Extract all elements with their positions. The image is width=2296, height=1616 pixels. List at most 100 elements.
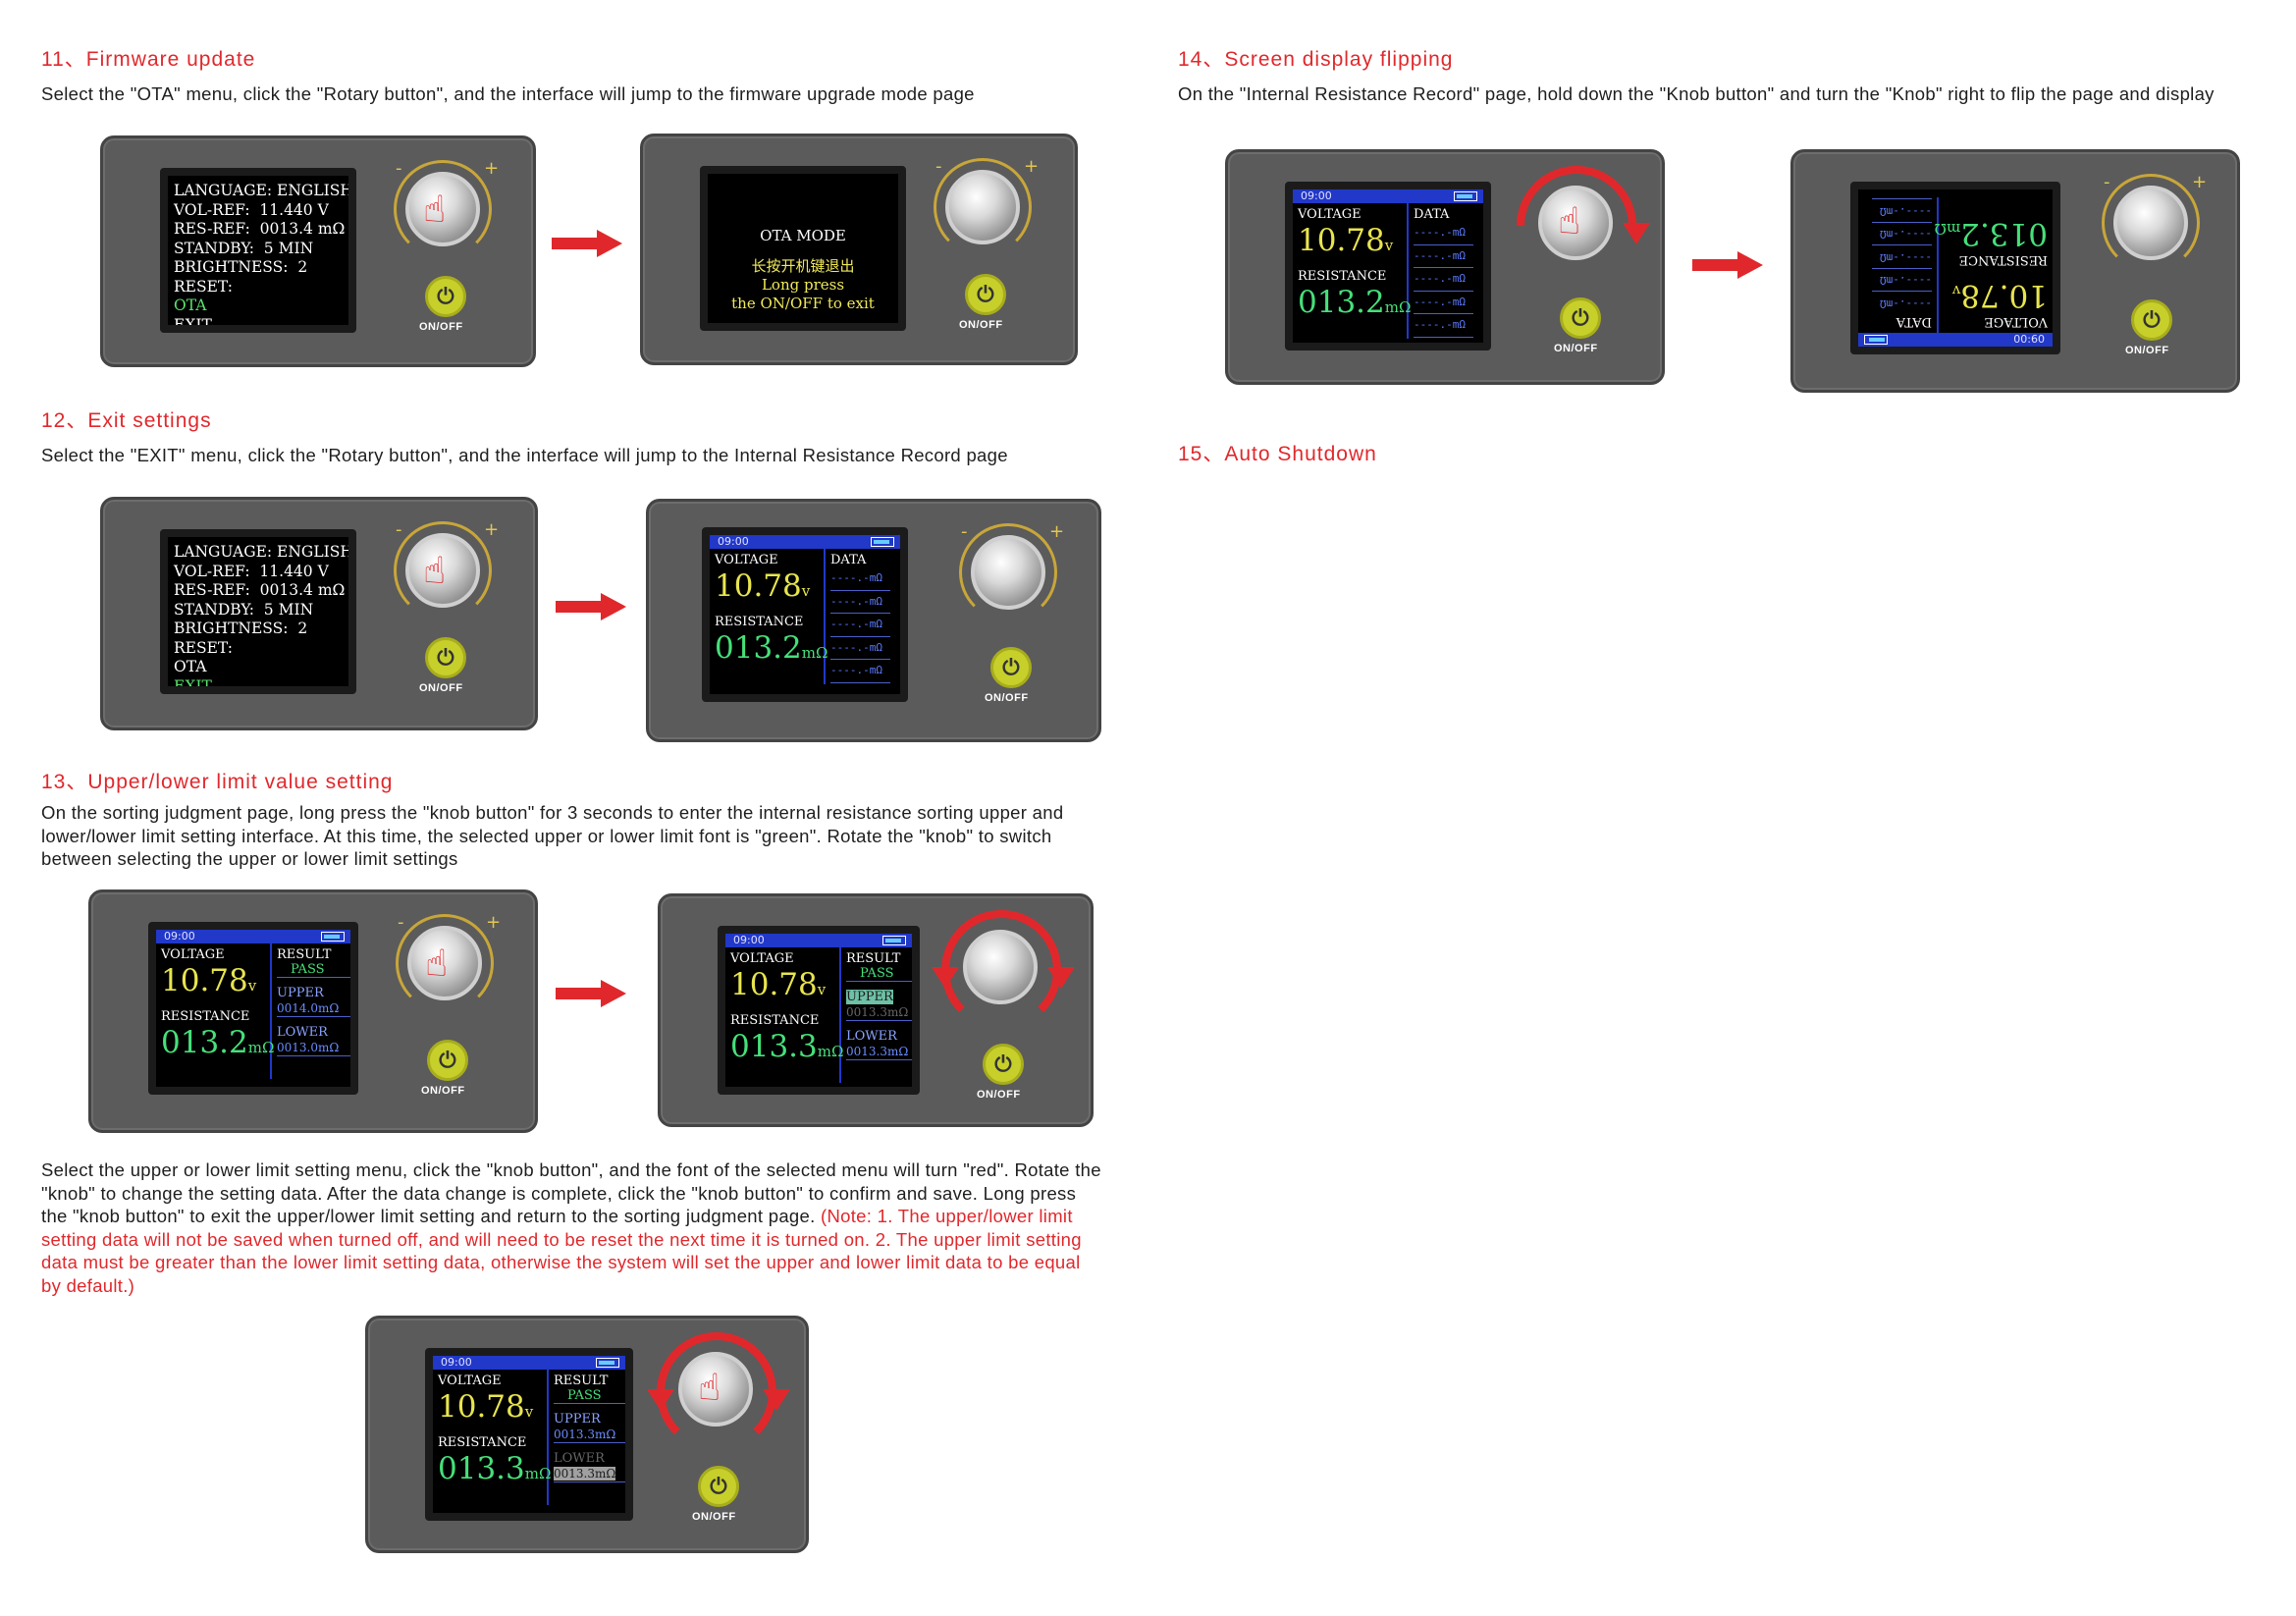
result-panel: RESULT PASS UPPER 0013.3mΩ LOWER 0013.3m… bbox=[843, 947, 912, 1083]
knob-plus-mark: + bbox=[1024, 156, 1040, 177]
power-button[interactable]: ⏻ bbox=[2131, 299, 2172, 341]
resistance-value: 013.2mΩ bbox=[715, 630, 828, 666]
knob-scale bbox=[934, 158, 1032, 256]
data-label: DATA bbox=[1896, 314, 1932, 329]
menu-item-selected: EXIT bbox=[174, 676, 212, 694]
resistance-value: 013.2mΩ bbox=[161, 1025, 275, 1060]
knob-scale bbox=[2102, 174, 2200, 272]
power-button[interactable]: ⏻ bbox=[698, 1466, 739, 1507]
measure-panel: VOLTAGE 10.78v RESISTANCE 013.2mΩ bbox=[1935, 197, 2053, 333]
battery-icon bbox=[871, 537, 894, 547]
voltage-label: VOLTAGE bbox=[1298, 207, 1362, 222]
knob-scale bbox=[959, 523, 1057, 621]
data-row: ----.-mΩ bbox=[830, 660, 890, 683]
flow-arrow-icon bbox=[556, 593, 626, 620]
menu-item: STANDBY: 5 MIN bbox=[174, 239, 314, 257]
data-row: ----.-mΩ bbox=[1414, 268, 1473, 292]
knob-scale bbox=[394, 160, 492, 258]
knob-minus-mark: - bbox=[935, 156, 942, 177]
screen: 09:00 VOLTAGE 10.78v RESISTANCE 013.2mΩ … bbox=[1285, 182, 1491, 350]
ota-line1: Long press bbox=[761, 276, 845, 294]
device-upper-selected: 09:00 VOLTAGE 10.78v RESISTANCE 013.3mΩ … bbox=[658, 893, 1094, 1127]
power-label: ON/OFF bbox=[421, 1085, 465, 1097]
upper-value: 0013.3mΩ bbox=[846, 1004, 912, 1021]
section-11-text: Select the "OTA" menu, click the "Rotary… bbox=[41, 83, 975, 104]
voltage-label: VOLTAGE bbox=[1984, 314, 2048, 329]
upper-label: UPPER bbox=[277, 986, 324, 1000]
device-flip-before: 09:00 VOLTAGE 10.78v RESISTANCE 013.2mΩ … bbox=[1225, 140, 1665, 385]
power-label: ON/OFF bbox=[692, 1511, 736, 1523]
status-bar: 09:00 bbox=[433, 1356, 625, 1370]
power-button[interactable]: ⏻ bbox=[425, 276, 466, 317]
lower-label: LOWER bbox=[846, 1029, 897, 1044]
status-bar: 00:60 bbox=[1858, 333, 2053, 347]
ota-screen: OTA MODE 长按开机键退出 Long press the ON/OFF t… bbox=[708, 174, 898, 313]
voltage-value: 10.78v bbox=[1298, 223, 1394, 258]
device-resistance-record: 09:00 VOLTAGE 10.78v RESISTANCE 013.2mΩ … bbox=[646, 499, 1101, 742]
lower-label: LOWER bbox=[554, 1451, 605, 1466]
status-bar: 09:00 bbox=[710, 535, 900, 549]
finger-tap-icon: ☝ bbox=[423, 189, 447, 231]
flow-arrow-icon bbox=[556, 980, 626, 1007]
rotary-knob[interactable] bbox=[971, 535, 1045, 610]
data-row: ----.-mΩ bbox=[830, 614, 890, 637]
power-button[interactable]: ⏻ bbox=[965, 274, 1006, 315]
power-button[interactable]: ⏻ bbox=[427, 1040, 468, 1081]
power-button[interactable]: ⏻ bbox=[1560, 297, 1601, 339]
voltage-label: VOLTAGE bbox=[161, 947, 225, 962]
resistance-value: 013.3mΩ bbox=[438, 1451, 552, 1486]
result-value: PASS bbox=[846, 966, 912, 982]
rotary-knob[interactable] bbox=[405, 533, 480, 608]
screen: 09:00 VOLTAGE 10.78v RESISTANCE 013.2mΩ … bbox=[148, 922, 358, 1095]
rotate-right-arrowhead-icon bbox=[1623, 223, 1650, 244]
data-label: DATA bbox=[1414, 207, 1450, 222]
screen: 09:00 VOLTAGE 10.78v RESISTANCE 013.2mΩ … bbox=[702, 527, 908, 702]
knob-minus-mark: - bbox=[961, 521, 968, 542]
power-button[interactable]: ⏻ bbox=[425, 637, 466, 678]
menu-item: VOL-REF: 11.440 V bbox=[174, 562, 329, 580]
power-label: ON/OFF bbox=[419, 682, 463, 694]
menu-item-selected: OTA bbox=[174, 296, 207, 314]
section-14-heading: 14、Screen display flipping bbox=[1178, 48, 1454, 71]
screen-flipped: 00:60 VOLTAGE 10.78v RESISTANCE 013.2mΩ … bbox=[1850, 182, 2060, 354]
rotary-knob[interactable] bbox=[1538, 186, 1613, 260]
result-value: PASS bbox=[554, 1388, 625, 1404]
menu-item: OTA bbox=[174, 658, 207, 675]
section-13-heading: 13、Upper/lower limit value setting bbox=[41, 771, 394, 793]
rotary-knob[interactable] bbox=[405, 172, 480, 246]
rotate-both-arrow-icon bbox=[941, 910, 1061, 1030]
menu-item: LANGUAGE: ENGLISH bbox=[174, 543, 353, 561]
voltage-value: 10.78v bbox=[715, 568, 811, 604]
menu-item: RES-REF: 0013.4 mΩ bbox=[174, 581, 346, 599]
data-panel: DATA ----.-mΩ ----.-mΩ ----.-mΩ ----.-mΩ… bbox=[828, 549, 890, 684]
clock-time: 00:60 bbox=[2013, 333, 2045, 346]
power-button[interactable]: ⏻ bbox=[983, 1044, 1024, 1085]
rotary-knob[interactable] bbox=[407, 926, 482, 1000]
finger-tap-icon: ☝ bbox=[1558, 201, 1581, 242]
data-label: DATA bbox=[830, 553, 867, 567]
knob-minus-mark: - bbox=[396, 519, 402, 540]
menu-item: LANGUAGE: ENGLISH bbox=[174, 182, 353, 199]
voltage-label: VOLTAGE bbox=[438, 1374, 502, 1388]
section-13-note: (Note: 1. The upper/lower limit setting … bbox=[41, 1206, 1082, 1296]
battery-icon bbox=[321, 932, 345, 942]
lower-value: 0013.3mΩ bbox=[846, 1044, 912, 1060]
section-13-body: Select the upper or lower limit setting … bbox=[41, 1159, 1101, 1226]
power-button[interactable]: ⏻ bbox=[990, 647, 1032, 688]
data-row: ----.-mΩ bbox=[830, 567, 890, 591]
rotary-knob[interactable] bbox=[945, 170, 1020, 244]
battery-icon bbox=[882, 936, 906, 945]
data-panel: DATA ----.-mΩ ----.-mΩ ----.-mΩ ----.-mΩ… bbox=[1872, 197, 1935, 333]
result-panel: RESULT PASS UPPER 0013.3mΩ LOWER 0013.3m… bbox=[551, 1370, 625, 1505]
rotate-right-arrowhead-icon bbox=[1047, 967, 1075, 989]
data-row: ----.-mΩ bbox=[1872, 244, 1932, 268]
screen: 09:00 VOLTAGE 10.78v RESISTANCE 013.3mΩ … bbox=[425, 1348, 633, 1521]
knob-plus-mark: + bbox=[1049, 521, 1065, 542]
upper-value: 0013.3mΩ bbox=[554, 1427, 625, 1443]
rotary-knob[interactable] bbox=[2113, 186, 2188, 260]
